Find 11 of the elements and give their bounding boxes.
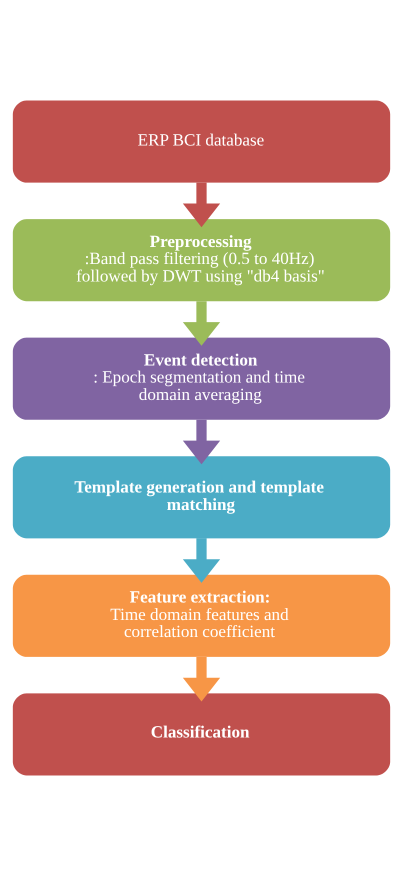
arrow: [182, 300, 220, 346]
node-box: Classification: [12, 692, 390, 775]
node-box: Event detection : Epoch segmentation and time domain averaging: [12, 337, 390, 420]
arrow: [182, 419, 220, 464]
arrow: [182, 182, 220, 227]
node-box: Feature extraction: Time domain features and correlation coefficient: [12, 574, 390, 656]
arrow: [182, 538, 220, 582]
node-box: Template generation and template matching: [12, 456, 390, 538]
arrow: [182, 656, 220, 701]
node-box: Preprocessing :Band pass filtering (0.5 to 40Hz) followed by DWT using "db4 basis": [12, 218, 390, 301]
node-box: ERP BCI database: [12, 100, 390, 182]
